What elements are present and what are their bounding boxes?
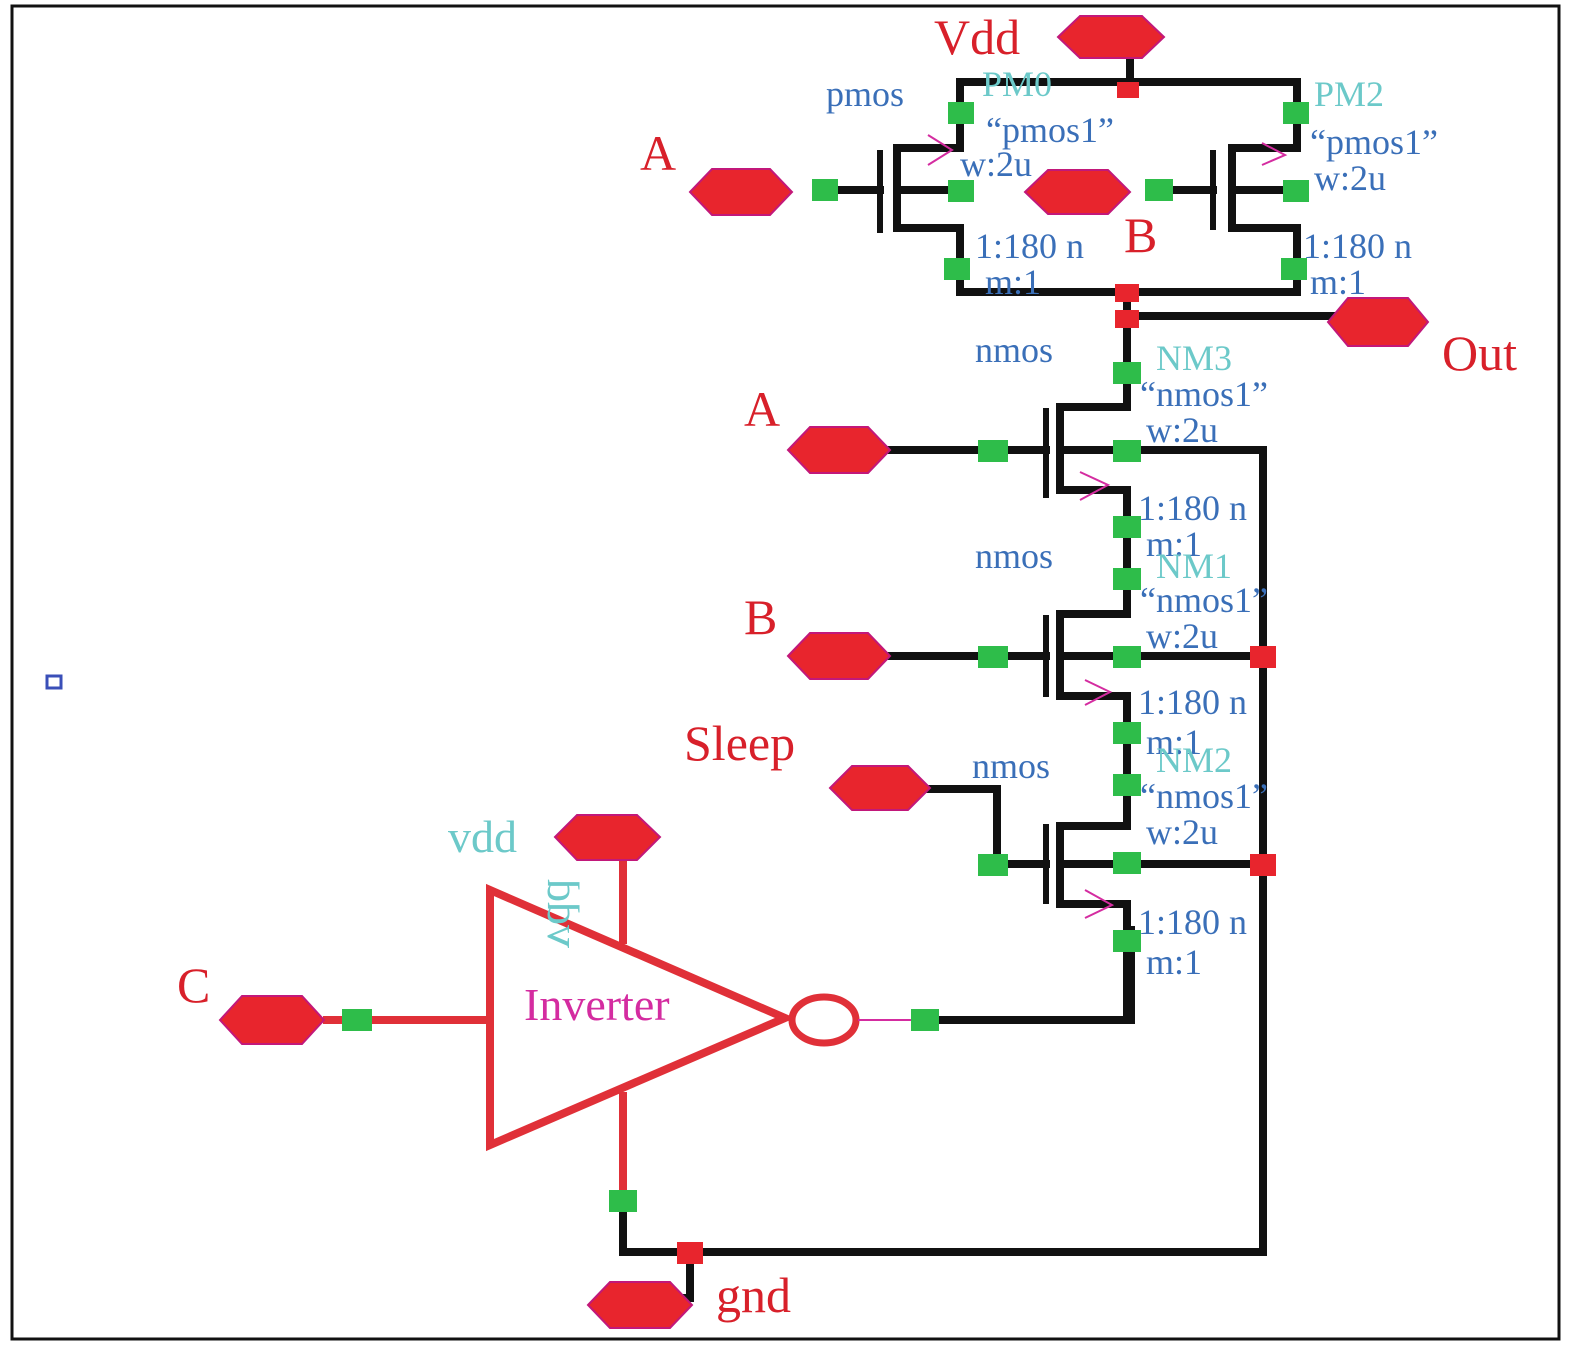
nm2-name-label: NM2 — [1156, 740, 1232, 780]
a-top-label: A — [640, 125, 676, 181]
pm0-mult-label: m:1 — [985, 262, 1041, 302]
nm3-model-label: “nmos1” — [1140, 374, 1268, 414]
pm2-model-label: “pmos1” — [1310, 122, 1438, 162]
a-nm-pin[interactable] — [786, 426, 892, 474]
pm0-length-label: 1:180 n — [975, 226, 1084, 266]
gnd-pin[interactable] — [586, 1281, 694, 1329]
nm3-length-label: 1:180 n — [1138, 488, 1247, 528]
pm0-name-label: PM0 — [982, 64, 1052, 104]
gnd-label: gnd — [716, 1267, 791, 1323]
pm2-name-label: PM2 — [1314, 74, 1384, 114]
nm1-type-label: nmos — [975, 536, 1053, 576]
out-pin[interactable] — [1326, 297, 1430, 347]
inverter-output-wire — [921, 926, 1135, 1024]
nm3-mult-label: m:1 — [1146, 524, 1202, 564]
nm1-model-label: “nmos1” — [1140, 580, 1268, 620]
inverter-symbol[interactable] — [323, 858, 912, 1200]
b-top-pin[interactable] — [1023, 169, 1132, 215]
b-top-label: B — [1124, 207, 1157, 263]
sleep-wire — [924, 785, 1050, 868]
nm2-mult-label: m:1 — [1146, 942, 1202, 982]
pm2-width-label: w:2u — [1314, 158, 1386, 198]
inverter-bubble — [788, 993, 860, 1047]
out-label: Out — [1442, 325, 1517, 381]
nm1-mult-label: m:1 — [1146, 722, 1202, 762]
inverter-vdd-label: vdd — [448, 811, 517, 862]
b-nm-pin[interactable] — [786, 632, 892, 680]
inverter-vdd-pin[interactable] — [553, 814, 662, 861]
nm2-width-label: w:2u — [1146, 812, 1218, 852]
schematic-frame — [10, 4, 1561, 1341]
pm0-model-label: “pmos1” — [986, 110, 1114, 150]
a-nm-label: A — [744, 381, 780, 437]
pm2-length-label: 1:180 n — [1303, 226, 1412, 266]
pmos-network — [834, 48, 1344, 376]
vdd-label: Vdd — [934, 9, 1020, 65]
pm0-type-label: pmos — [826, 74, 904, 114]
a-top-pin[interactable] — [688, 168, 794, 216]
vdd-pin[interactable] — [1056, 15, 1166, 59]
b-nm-label: B — [744, 589, 777, 645]
nm3-type-label: nmos — [975, 330, 1053, 370]
nm1-name-label: NM1 — [1156, 546, 1232, 586]
nm3-width-label: w:2u — [1146, 410, 1218, 450]
gnd-rail-wire — [619, 1196, 1267, 1256]
inverter-vdd-pin-label: vdd — [538, 879, 589, 948]
sleep-pin[interactable] — [828, 765, 932, 811]
nm1-length-label: 1:180 n — [1138, 682, 1247, 722]
nm2-type-label: nmos — [972, 746, 1050, 786]
nm2-body-wire — [1056, 780, 1131, 1024]
terminals — [342, 82, 1309, 1264]
inverter-label: Inverter — [524, 979, 670, 1030]
nm3-name-label: NM3 — [1156, 338, 1232, 378]
nm2-model-label: “nmos1” — [1140, 776, 1268, 816]
pm0-width-label: w:2u — [960, 144, 1032, 184]
nm2-length-label: 1:180 n — [1138, 902, 1247, 942]
origin-marker — [45, 674, 63, 690]
c-label: C — [177, 957, 210, 1013]
c-pin[interactable] — [218, 995, 326, 1045]
pm2-mult-label: m:1 — [1310, 262, 1366, 302]
sleep-label: Sleep — [684, 715, 795, 771]
nm1-width-label: w:2u — [1146, 616, 1218, 656]
